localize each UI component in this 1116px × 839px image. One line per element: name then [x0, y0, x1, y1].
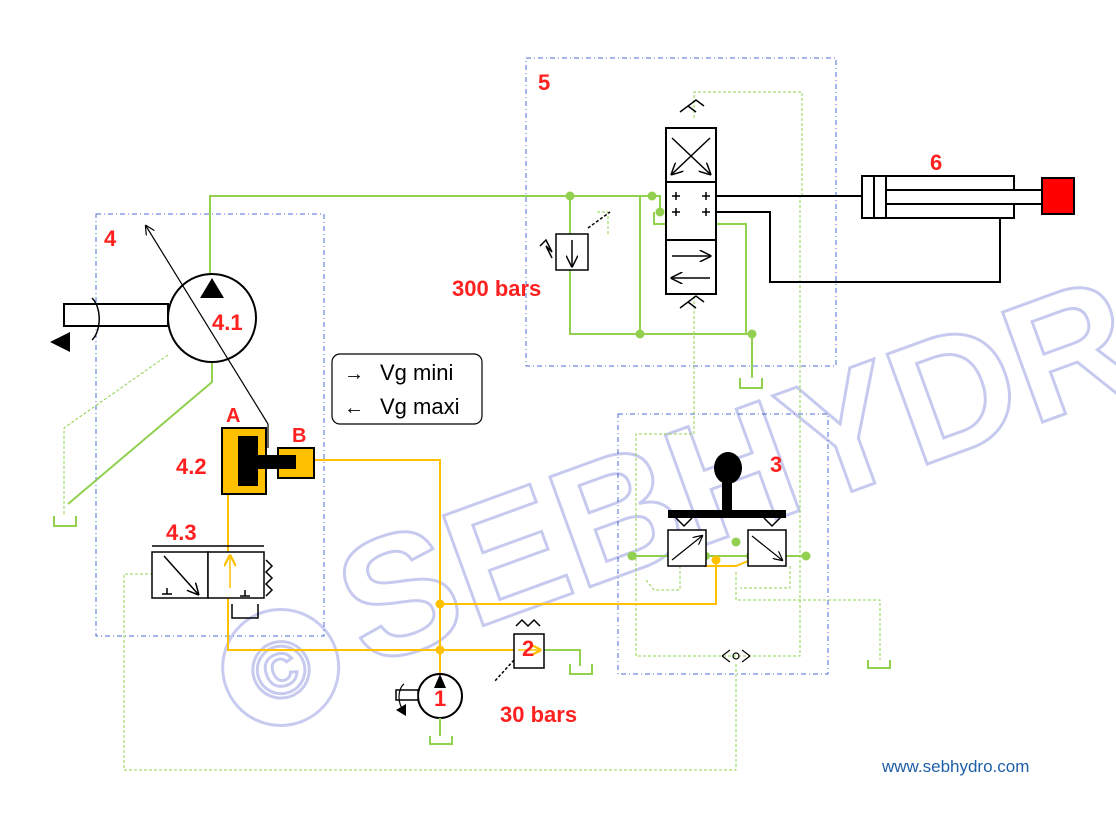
- legend-vg-mini: Vg mini: [380, 360, 453, 385]
- label-valve-4-3: 4.3: [166, 520, 197, 545]
- frame-group-5: [525, 57, 837, 367]
- actuator-lines: [716, 195, 1001, 283]
- servo-4-2: [221, 427, 315, 495]
- label-port-b: B: [292, 425, 306, 447]
- label-group-5: 5: [538, 70, 550, 95]
- relief-valve-2: [493, 618, 545, 683]
- tanks: [53, 378, 891, 745]
- label-port-a: A: [226, 405, 240, 427]
- label-pressure-30: 30 bars: [500, 702, 577, 727]
- legend-arrow-right-icon: →: [344, 363, 364, 385]
- label-servo-4-2: 4.2: [176, 454, 207, 479]
- rotation-arrow-icon: [91, 297, 100, 341]
- label-pump-1: 1: [434, 686, 446, 711]
- relief-valve-300: [539, 211, 611, 271]
- cylinder-6: [861, 175, 1075, 219]
- component-labels: 4 5 3 6 4.1 4.2 4.3 A B 1 2 300 bars 30 …: [104, 70, 942, 727]
- label-group-3: 3: [770, 452, 782, 477]
- pilot-lines: [63, 91, 881, 771]
- label-relief-2: 2: [522, 636, 534, 661]
- label-pump-4-1: 4.1: [212, 310, 243, 335]
- boost-pump-1: [395, 673, 463, 736]
- pump-direction-icon: [200, 278, 224, 298]
- frame-group-3: [617, 413, 829, 675]
- valve-4-3: [151, 545, 274, 619]
- frame-group-4: [95, 213, 325, 637]
- directional-valve-5: [665, 99, 717, 309]
- drive-shaft: [63, 303, 169, 327]
- label-pressure-300: 300 bars: [452, 276, 541, 301]
- pump-4-1: [50, 226, 269, 448]
- variable-displacement-arrow: [146, 226, 269, 425]
- watermark-copyright: ©: [238, 618, 324, 722]
- group-frames: [95, 57, 837, 675]
- joystick-3: [667, 452, 787, 567]
- label-group-4: 4: [104, 226, 117, 251]
- legend-arrow-left-icon: ←: [344, 397, 364, 419]
- junction-dots-yellow: [435, 555, 721, 655]
- website-link[interactable]: www.sebhydro.com: [881, 757, 1029, 776]
- shuttle-valve: [721, 649, 751, 663]
- label-cylinder-6: 6: [930, 150, 942, 175]
- legend-box: → Vg mini ← Vg maxi: [331, 353, 483, 425]
- legend-vg-maxi: Vg maxi: [380, 394, 459, 419]
